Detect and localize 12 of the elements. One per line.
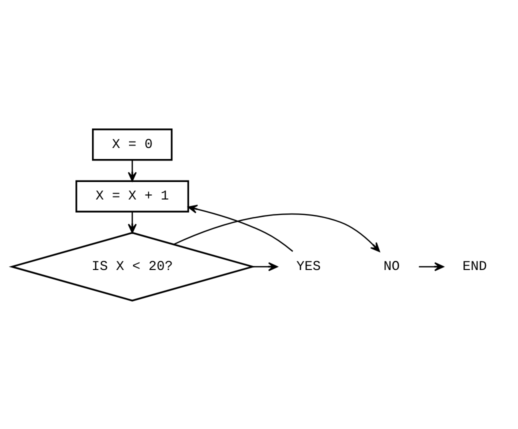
arrow — [128, 159, 137, 182]
arrow — [418, 262, 444, 271]
node-diamond: IS X < 20? — [8, 231, 256, 301]
node-text: YES — [296, 259, 321, 274]
arrow — [174, 213, 380, 252]
arrow — [128, 211, 137, 233]
node-text: END — [462, 259, 487, 274]
arrow — [188, 204, 294, 252]
arrow — [252, 262, 278, 271]
node-box: X = 0 — [92, 128, 173, 160]
node-text: NO — [384, 259, 400, 274]
node-box: X = X + 1 — [76, 180, 190, 212]
